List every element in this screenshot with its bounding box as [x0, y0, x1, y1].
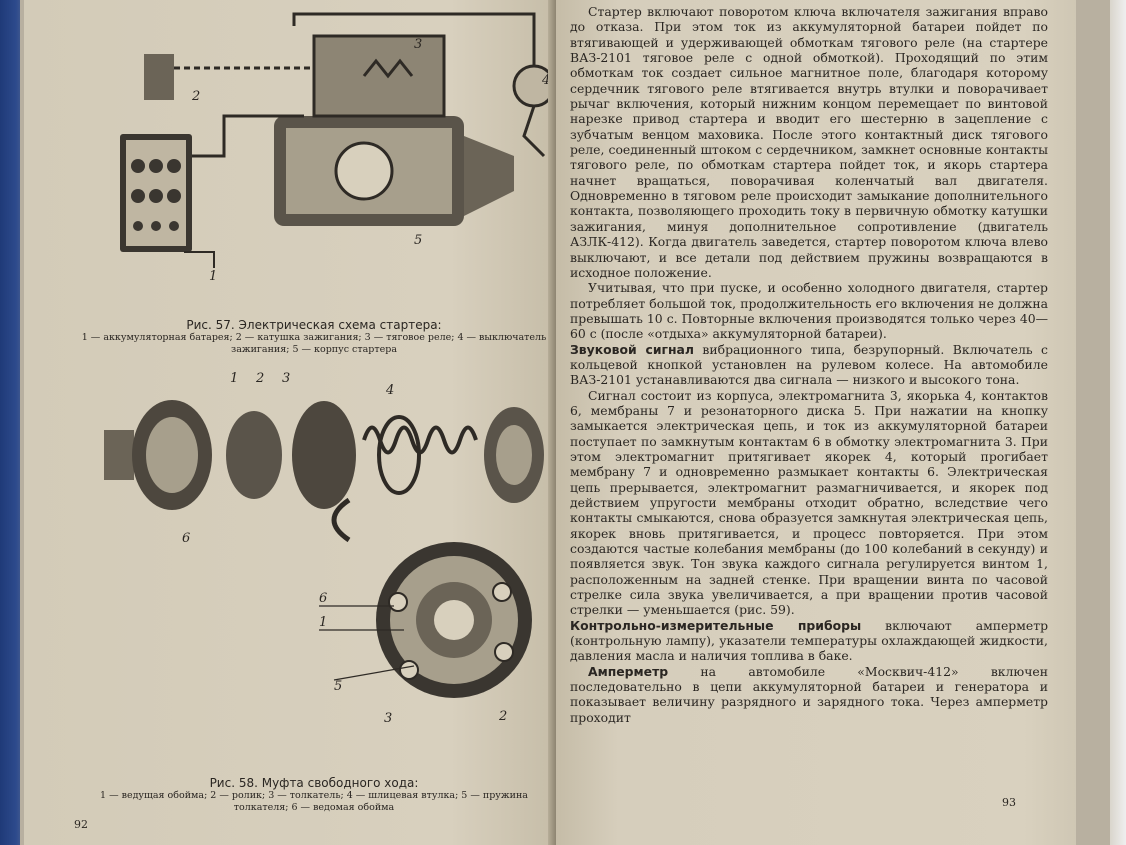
page-number-left: 92 [74, 818, 88, 831]
figure-57-caption-block: Рис. 57. Электрическая схема стартера: 1… [74, 318, 554, 356]
paragraph-ammeter-text: на автомобиле «Москвич-412» включен посл… [570, 663, 1048, 725]
callout-1-section: 1 [319, 615, 327, 630]
left-page: 2 3 4 5 1 Рис. 57. Электрическая схема с… [24, 0, 556, 845]
callout-2: 2 [255, 371, 264, 386]
figure-58-caption-block: Рис. 58. Муфта свободного хода: 1 — веду… [74, 776, 554, 814]
heading-horn: Звуковой сигнал [570, 341, 694, 357]
figure-57-starter-circuit: 2 3 4 5 1 [114, 6, 554, 291]
paragraph-instruments-text: включают амперметр (контрольную лампу), … [570, 617, 1048, 664]
callout-2-section: 2 [498, 709, 507, 724]
paragraph-instruments: Контрольно-измерительные приборы включаю… [570, 618, 1048, 664]
callout-4: 4 [385, 383, 394, 398]
clutch-drawing: 1 2 3 4 6 6 1 5 3 2 [104, 371, 544, 726]
figure-58-legend: 1 — ведущая обойма; 2 — ролик; 3 — толка… [100, 790, 528, 813]
right-page-text: Стартер включают поворотом ключа включат… [570, 4, 1048, 725]
callout-6-section: 6 [319, 591, 327, 606]
callout-3: 3 [414, 37, 422, 52]
callout-3-section: 3 [384, 711, 392, 726]
page-number-right: 93 [1002, 796, 1016, 809]
paragraph-horn-detail: Сигнал состоит из корпуса, электромагнит… [570, 387, 1048, 618]
callout-3: 3 [282, 371, 290, 386]
callout-5: 5 [414, 233, 422, 248]
figure-58-clutch: 1 2 3 4 6 6 1 5 3 2 [94, 370, 554, 770]
paragraph-horn-text: вибрационного типа, безрупорный. Включат… [570, 341, 1048, 388]
figure-57-caption: Рис. 57. Электрическая схема стартера: [186, 318, 442, 332]
paragraph-horn: Звуковой сигнал вибрационного типа, безр… [570, 342, 1048, 388]
figure-57-legend: 1 — аккумуляторная батарея; 2 — катушка … [81, 332, 547, 355]
right-page: Стартер включают поворотом ключа включат… [556, 0, 1076, 845]
starter-circuit-drawing: 2 3 4 5 1 [120, 12, 554, 284]
callout-4: 4 [541, 73, 550, 88]
paragraph-starter: Стартер включают поворотом ключа включат… [570, 4, 1048, 280]
callout-1: 1 [209, 269, 217, 284]
paragraph-current: Учитывая, что при пуске, и особенно холо… [570, 280, 1048, 342]
heading-ammeter: Амперметр [588, 663, 669, 679]
heading-instruments: Контрольно-измерительные приборы [570, 617, 862, 633]
callout-6: 6 [182, 531, 190, 546]
callout-1: 1 [230, 371, 238, 386]
callout-5-section: 5 [334, 679, 342, 694]
callout-2: 2 [191, 89, 200, 104]
figure-58-caption: Рис. 58. Муфта свободного хода: [209, 776, 419, 790]
